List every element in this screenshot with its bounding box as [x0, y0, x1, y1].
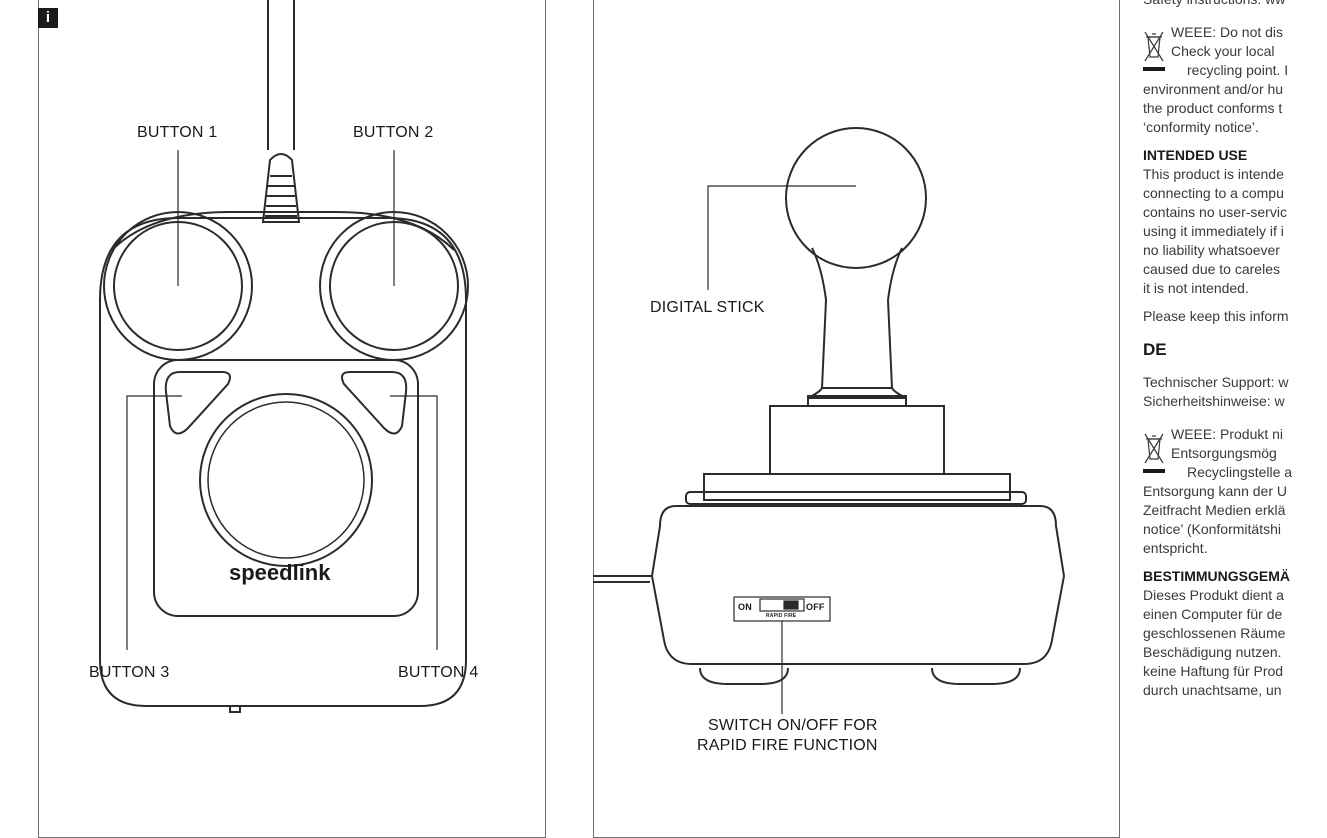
button-4-shape	[341, 371, 408, 435]
support-line: Technischer Support: w	[1143, 374, 1289, 390]
brand-logo-text: speedlink	[229, 560, 331, 585]
switch-label-line1: SWITCH ON/OFF FOR	[708, 717, 878, 734]
inner-plate	[153, 359, 419, 617]
weee-de-rest: notice’ (Konformitätshi	[1143, 521, 1281, 537]
weee-en-line2: Check your local	[1171, 43, 1275, 59]
weee-en-rest-2: the product conforms t	[1143, 100, 1283, 116]
switch-on-label: ON	[738, 602, 752, 612]
intended-use-line: no liability whatsoever	[1143, 242, 1280, 258]
joystick-side-view	[593, 127, 1066, 685]
joystick-housing	[650, 505, 1066, 665]
intended-use-line: contains no user-servic	[1143, 204, 1287, 220]
bestimmung-line: Beschädigung nutzen.	[1143, 644, 1282, 660]
bestimmung-line: geschlossenen Räume	[1143, 625, 1286, 641]
bestimmung-line: durch unachtsame, un	[1143, 682, 1282, 698]
safety-instructions-line: Safety instructions: ww	[1143, 0, 1327, 9]
weee-de-line2: Entsorgungsmög	[1171, 445, 1277, 461]
info-badge: i	[38, 8, 58, 28]
weee-bin-icon	[1143, 433, 1165, 473]
switch-label-line2: RAPID FIRE FUNCTION	[697, 737, 878, 754]
manual-text-column: Safety instructions: ww WEEE: Do not dis…	[1143, 0, 1327, 821]
weee-en-line1: WEEE: Do not dis	[1171, 24, 1284, 40]
intended-use-line: connecting to a compu	[1143, 185, 1284, 201]
button-3-shape	[164, 371, 231, 435]
weee-de-rest: Entsorgung kann der U	[1143, 483, 1287, 499]
weee-de-rest: Zeitfracht Medien erklä	[1143, 502, 1286, 518]
stick-base-upper	[769, 405, 945, 475]
bestimmung-heading: BESTIMMUNGSGEMÄ	[1143, 568, 1290, 584]
button-2-label: BUTTON 2	[353, 124, 434, 141]
weee-en-rest-1: environment and/or hu	[1143, 81, 1284, 97]
intended-use-heading: INTENDED USE	[1143, 147, 1248, 163]
bestimmung-line: einen Computer für de	[1143, 606, 1283, 622]
weee-bin-icon	[1143, 31, 1165, 71]
support-line: Sicherheitshinweise: w	[1143, 393, 1285, 409]
weee-notice-en: WEEE: Do not dis Check your local recycl…	[1143, 23, 1327, 80]
weee-de-line3: Recyclingstelle a	[1187, 464, 1293, 480]
switch-off-label: OFF	[806, 602, 825, 612]
cable-strain-relief	[261, 153, 301, 223]
center-pad-inner	[207, 401, 365, 559]
center-pad-outer	[199, 393, 373, 567]
gamepad-top-view-illustration	[99, 0, 1066, 714]
language-heading-de: DE	[1143, 340, 1167, 359]
intended-use-line: using it immediately if i	[1143, 223, 1284, 239]
bestimmung-line: Dieses Produkt dient a	[1143, 587, 1284, 603]
bestimmung-line: keine Haftung für Prod	[1143, 663, 1284, 679]
button-4-label: BUTTON 4	[398, 664, 479, 681]
switch-caption: RAPID FIRE	[766, 613, 797, 619]
intended-use-line: it is not intended.	[1143, 280, 1249, 296]
weee-notice-de: WEEE: Produkt ni Entsorgungsmög Recyclin…	[1143, 425, 1327, 482]
intended-use-line: caused due to careles	[1143, 261, 1280, 277]
stick-ball	[785, 127, 927, 269]
gamepad-body	[99, 217, 467, 707]
weee-en-rest-3: ‘conformity notice’.	[1143, 119, 1259, 135]
intended-use-line: This product is intende	[1143, 166, 1284, 182]
weee-en-line3: recycling point. I	[1187, 62, 1289, 78]
button-1-label: BUTTON 1	[137, 124, 218, 141]
rapid-fire-switch-panel	[733, 596, 831, 622]
weee-de-line1: WEEE: Produkt ni	[1171, 426, 1284, 442]
keep-info-line: Please keep this inform	[1143, 308, 1289, 324]
button-3-label: BUTTON 3	[89, 664, 170, 681]
weee-de-rest: entspricht.	[1143, 540, 1208, 556]
digital-stick-label: DIGITAL STICK	[650, 299, 765, 316]
